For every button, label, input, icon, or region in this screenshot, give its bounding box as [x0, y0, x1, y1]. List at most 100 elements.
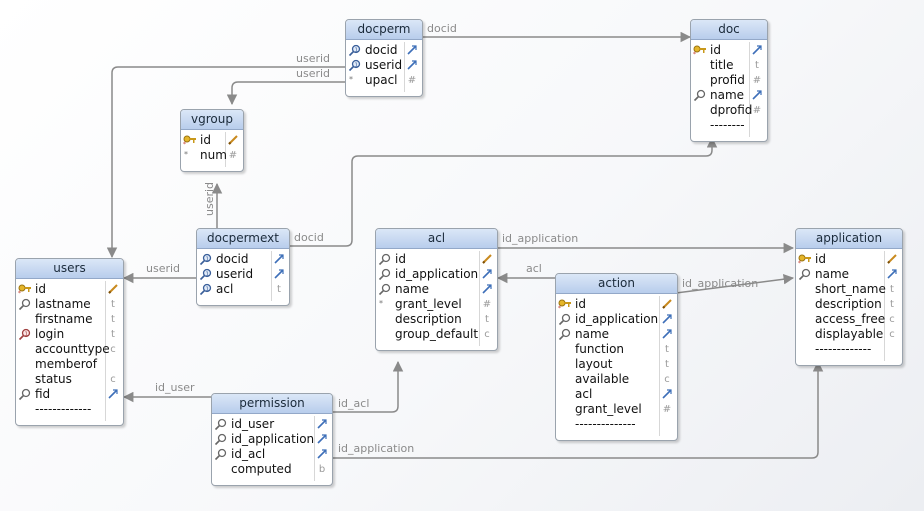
- link-icon: [751, 88, 763, 103]
- column-type: c: [110, 374, 116, 385]
- column-row[interactable]: id_application: [556, 312, 677, 327]
- column-name: --------: [710, 118, 745, 132]
- table-title: users: [16, 259, 123, 279]
- column-row[interactable]: name: [691, 88, 767, 103]
- svg-text:1: 1: [206, 257, 210, 263]
- fk-index-icon: 1: [348, 59, 362, 72]
- type-column-divider: [225, 132, 226, 167]
- column-row[interactable]: --------: [691, 118, 767, 133]
- column-type: t: [890, 299, 894, 310]
- column-name: name: [710, 88, 745, 102]
- column-name: computed: [231, 462, 292, 476]
- column-name: id: [395, 252, 406, 266]
- column-row[interactable]: acl: [556, 387, 677, 402]
- column-name: description: [395, 312, 462, 326]
- table-vgroup[interactable]: vgroup*id*num#: [180, 109, 244, 172]
- column-row[interactable]: -------------: [16, 402, 123, 417]
- index-icon: [558, 313, 572, 326]
- column-row[interactable]: id_acl: [212, 447, 332, 462]
- fk-index-icon: 1: [199, 283, 213, 296]
- svg-text:*: *: [183, 141, 186, 147]
- column-row[interactable]: id_user: [212, 417, 332, 432]
- column-row[interactable]: id: [376, 252, 497, 267]
- edit-icon: [481, 252, 493, 267]
- column-row[interactable]: *id: [556, 297, 677, 312]
- column-name: docid: [216, 252, 249, 266]
- fk-index-icon: 1: [199, 268, 213, 281]
- column-row[interactable]: *id: [16, 282, 123, 297]
- column-row[interactable]: *upacl#: [346, 73, 422, 88]
- relation-label-permission-users: id_user: [155, 381, 195, 394]
- column-row[interactable]: *grant_level#: [376, 297, 497, 312]
- column-row[interactable]: memberof: [16, 357, 123, 372]
- column-row[interactable]: -------------: [796, 342, 902, 357]
- relation-label-docpermext-vgroup: userid: [203, 181, 216, 216]
- link-icon: [316, 447, 328, 462]
- column-row[interactable]: id_application: [376, 267, 497, 282]
- type-column-divider: [749, 42, 750, 137]
- type-column-divider: [314, 416, 315, 481]
- type-column-divider: [271, 251, 272, 301]
- column-row[interactable]: *id: [691, 43, 767, 58]
- svg-text:*: *: [184, 150, 188, 159]
- column-row[interactable]: fid: [16, 387, 123, 402]
- relation-label-docperm-users: userid: [296, 52, 331, 65]
- column-row[interactable]: name: [376, 282, 497, 297]
- column-row[interactable]: 1 docid: [197, 252, 289, 267]
- column-name: id_application: [231, 432, 315, 446]
- column-row[interactable]: grant_level#: [556, 402, 677, 417]
- column-row[interactable]: profid#: [691, 73, 767, 88]
- table-footer: [16, 417, 123, 425]
- column-name: accounttype: [35, 342, 110, 356]
- column-row[interactable]: *num#: [181, 148, 243, 163]
- column-type: t: [111, 329, 115, 340]
- table-footer: [346, 88, 422, 96]
- table-footer: [796, 357, 902, 365]
- column-row[interactable]: dprofid#: [691, 103, 767, 118]
- table-footer: [197, 297, 289, 305]
- svg-text:*: *: [693, 51, 696, 57]
- column-row[interactable]: name: [556, 327, 677, 342]
- fk-index-icon: 1: [348, 44, 362, 57]
- column-row[interactable]: *id: [796, 252, 902, 267]
- column-name: memberof: [35, 357, 97, 371]
- column-row[interactable]: name: [796, 267, 902, 282]
- link-icon: [661, 327, 673, 342]
- link-icon: [273, 252, 285, 267]
- relation-docperm-vgroup: [226, 81, 345, 106]
- column-row[interactable]: --------------: [556, 417, 677, 432]
- column-row[interactable]: id_application: [212, 432, 332, 447]
- column-row[interactable]: *id: [181, 133, 243, 148]
